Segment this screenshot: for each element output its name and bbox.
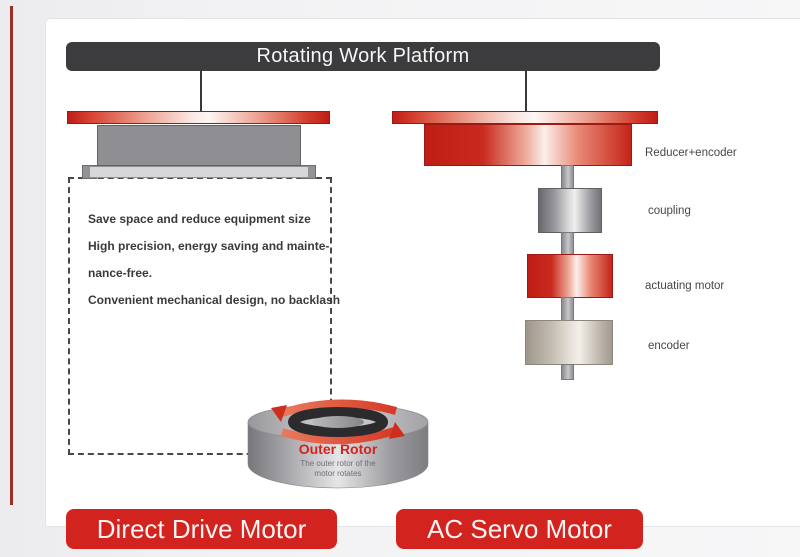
left-accent-strip xyxy=(10,6,13,505)
shaft xyxy=(561,232,574,255)
feature-line: nance-free. xyxy=(88,266,153,280)
connector-line-right xyxy=(525,71,527,112)
reducer-block xyxy=(424,124,632,166)
feature-line: High precision, energy saving and mainte… xyxy=(88,239,330,253)
label-actuating-motor: actuating motor xyxy=(645,280,725,292)
direct-drive-motor-body xyxy=(97,125,301,166)
feature-line: Save space and reduce equipment size xyxy=(88,212,311,226)
label-encoder: encoder xyxy=(648,340,690,352)
feature-line: Convenient mechanical design, no backlas… xyxy=(88,293,341,307)
direct-drive-motor-base xyxy=(89,166,309,178)
shaft xyxy=(561,364,574,380)
ac-servo-platform-bar xyxy=(392,111,658,124)
outer-rotor-graphic xyxy=(246,398,430,494)
rotor-title: Outer Rotor xyxy=(298,441,378,457)
rotor-caption-line2: motor rotates xyxy=(314,469,362,478)
feature-list: Save space and reduce equipment size Hig… xyxy=(88,206,341,314)
coupling-block xyxy=(538,188,602,233)
direct-drive-banner: Direct Drive Motor xyxy=(66,509,337,549)
ac-servo-banner: AC Servo Motor xyxy=(396,509,643,549)
shaft xyxy=(561,297,574,321)
ac-servo-banner-label: AC Servo Motor xyxy=(427,513,612,544)
diagram-title: Rotating Work Platform xyxy=(256,45,470,67)
feature-box xyxy=(68,177,332,455)
diagram-title-banner: Rotating Work Platform xyxy=(66,42,660,71)
rotor-cylinder-illustration xyxy=(247,399,429,489)
label-reducer-encoder: Reducer+encoder xyxy=(645,147,737,159)
direct-drive-platform-bar xyxy=(67,111,330,124)
direct-drive-banner-label: Direct Drive Motor xyxy=(96,513,307,544)
label-coupling: coupling xyxy=(648,205,691,217)
connector-line-left xyxy=(200,71,202,111)
rotor-caption-line1: The outer rotor of the xyxy=(300,459,376,468)
actuating-motor-block xyxy=(527,254,613,298)
shaft xyxy=(561,165,574,189)
rotation-arrows-icon xyxy=(271,399,405,445)
encoder-block xyxy=(525,320,613,365)
